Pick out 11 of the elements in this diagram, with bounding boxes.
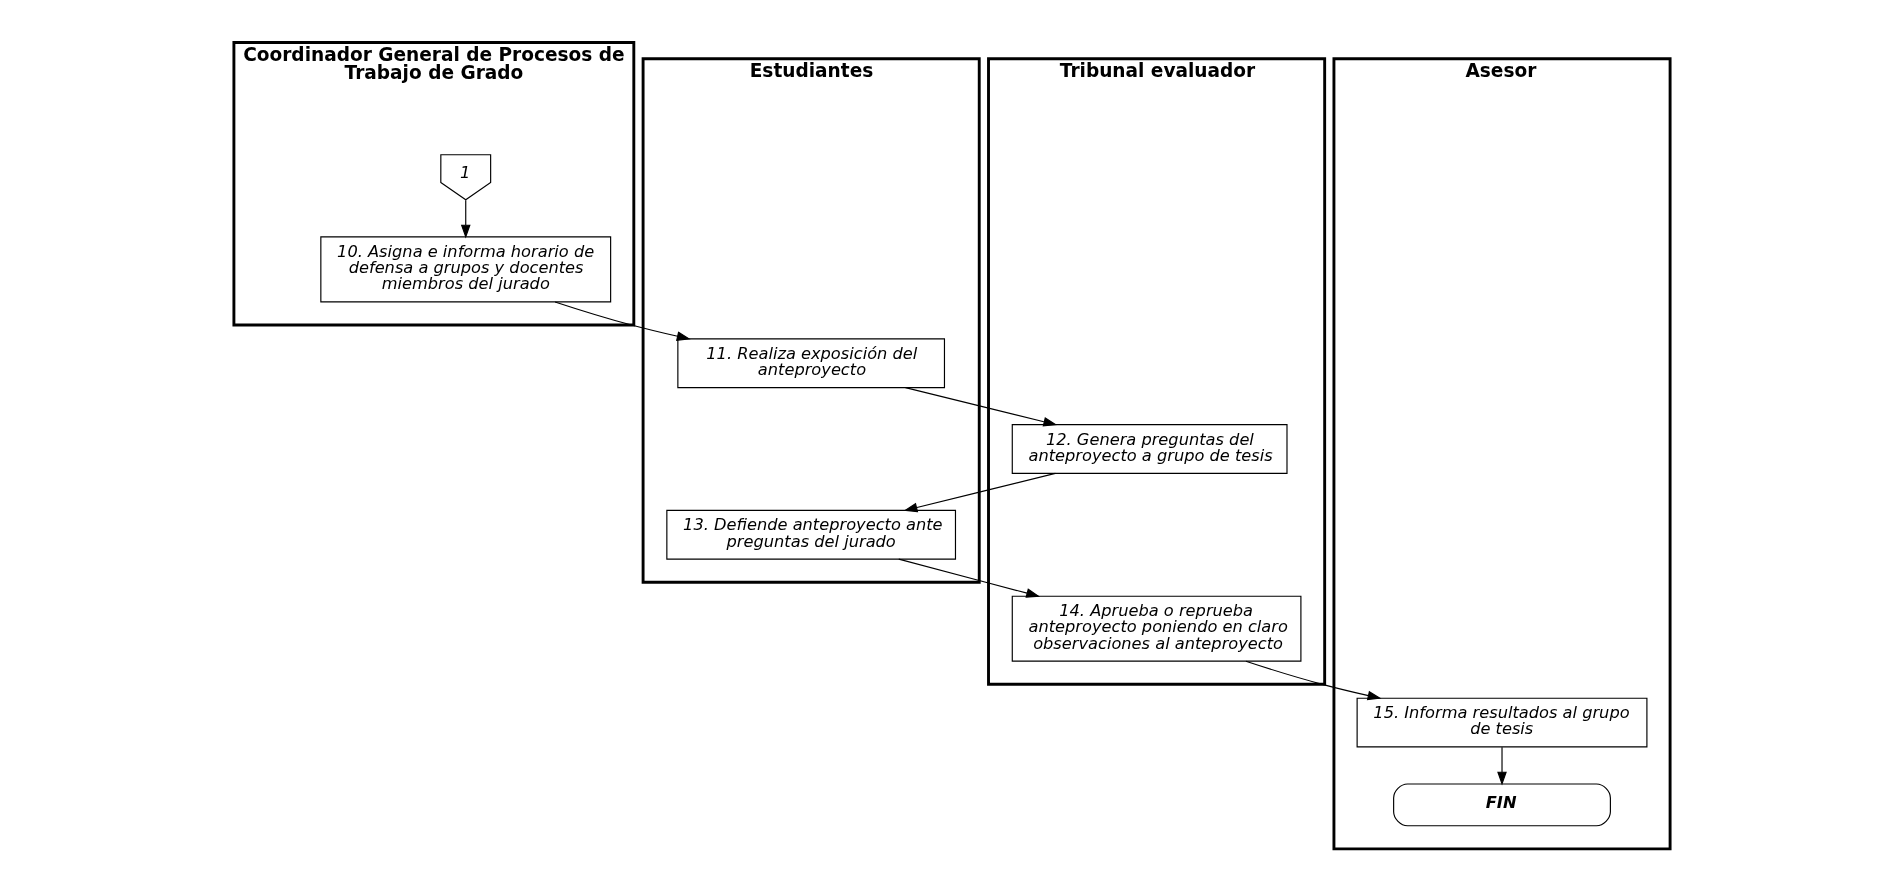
arrow — [1497, 746, 1507, 786]
node-box: FIN — [1393, 783, 1611, 827]
node-box: 15. Informa resultados al grupo de tesis — [1356, 697, 1648, 748]
node-box: 10. Asigna e informa horario de defensa a grupos y docentes miembros del jurado — [320, 236, 612, 303]
arrow — [904, 387, 1058, 427]
arrow — [903, 472, 1056, 513]
arrow — [460, 199, 471, 239]
node-box: 11. Realiza exposición del anteproyecto — [677, 338, 946, 389]
node-box: 14. Aprueba o reprueba anteproyecto poniendo en claro observaciones al anteproyecto — [1011, 595, 1302, 662]
node-box: 13. Defiende anteproyecto ante preguntas del jurado — [666, 509, 957, 560]
node-box: 12. Genera preguntas del anteproyecto a grupo de tesis — [1011, 424, 1288, 474]
